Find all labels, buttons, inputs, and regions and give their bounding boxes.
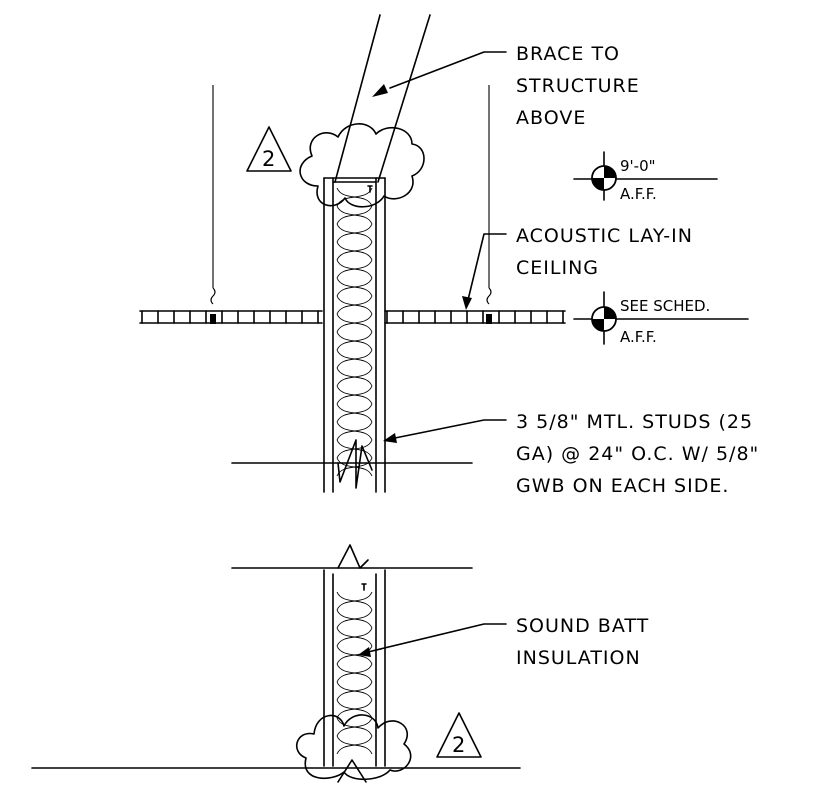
note-insulation: SOUND BATT INSULATION (516, 615, 656, 669)
elevation-upper-value: 9'-0" (620, 157, 656, 175)
leader-studs (383, 419, 507, 443)
leader-ceiling (462, 233, 507, 310)
sound-batt-insulation-upper (336, 187, 373, 477)
sound-batt-insulation-lower (336, 591, 373, 755)
leader-insulation (358, 623, 507, 657)
elevation-lower-value: SEE SCHED. (620, 297, 710, 315)
wall-section-upper (323, 177, 386, 493)
hanger-wire-left (210, 85, 216, 324)
revision-cloud-bottom (295, 714, 412, 781)
elevation-marker-lower: SEE SCHED. A.F.F. (573, 291, 749, 346)
wall-section-lower (323, 569, 386, 767)
break-line-lower (231, 544, 473, 569)
elevation-lower-label: A.F.F. (620, 328, 657, 346)
leader-brace (372, 51, 507, 97)
ceiling-left (139, 310, 323, 324)
revision-triangle-top: 2 (246, 126, 292, 172)
note-brace: BRACE TO STRUCTURE ABOVE (516, 43, 647, 129)
revision-cloud-top (299, 123, 425, 208)
revision-triangle-bottom: 2 (436, 712, 482, 758)
revision-tag-number: 2 (262, 147, 275, 171)
elevation-upper-label: A.F.F. (620, 185, 657, 203)
revision-tag-number: 2 (452, 733, 465, 757)
hanger-wire-right (486, 85, 492, 324)
note-ceiling: ACOUSTIC LAY-IN CEILING (516, 225, 700, 279)
break-line-upper (231, 439, 473, 489)
elevation-marker-upper: 9'-0" A.F.F. (573, 151, 718, 203)
brace (334, 14, 431, 183)
ceiling-right (384, 310, 566, 324)
note-studs: 3 5/8" MTL. STUDS (25 GA) @ 24" O.C. W/ … (516, 411, 766, 497)
